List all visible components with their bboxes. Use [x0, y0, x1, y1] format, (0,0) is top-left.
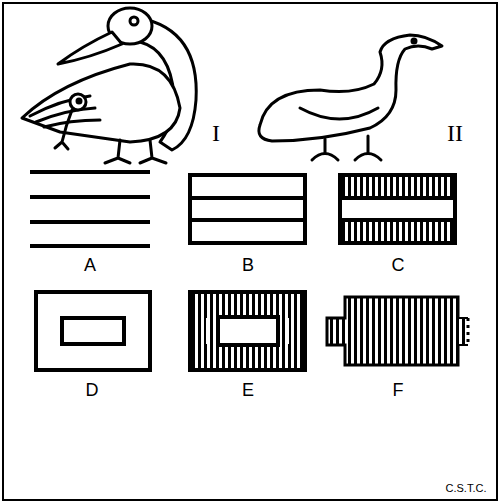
pattern-f [327, 297, 468, 365]
pattern-c [340, 175, 455, 243]
figure-number: I [212, 121, 220, 145]
pattern-a [30, 172, 150, 246]
pattern-e [190, 292, 305, 370]
bird-one [22, 8, 196, 163]
pattern-letter: F [393, 381, 404, 399]
credit-mark: C.S.T.C. [446, 483, 487, 494]
pattern-d [36, 292, 150, 370]
pattern-letter: A [84, 256, 96, 274]
pattern-b [190, 175, 305, 243]
frame [3, 3, 497, 500]
figure-number: II [447, 121, 463, 145]
pattern-letter: B [242, 256, 254, 274]
bird-two [259, 35, 442, 160]
pattern-letter: C [392, 256, 405, 274]
pattern-letter: D [86, 381, 99, 399]
pattern-letter: E [242, 381, 254, 399]
